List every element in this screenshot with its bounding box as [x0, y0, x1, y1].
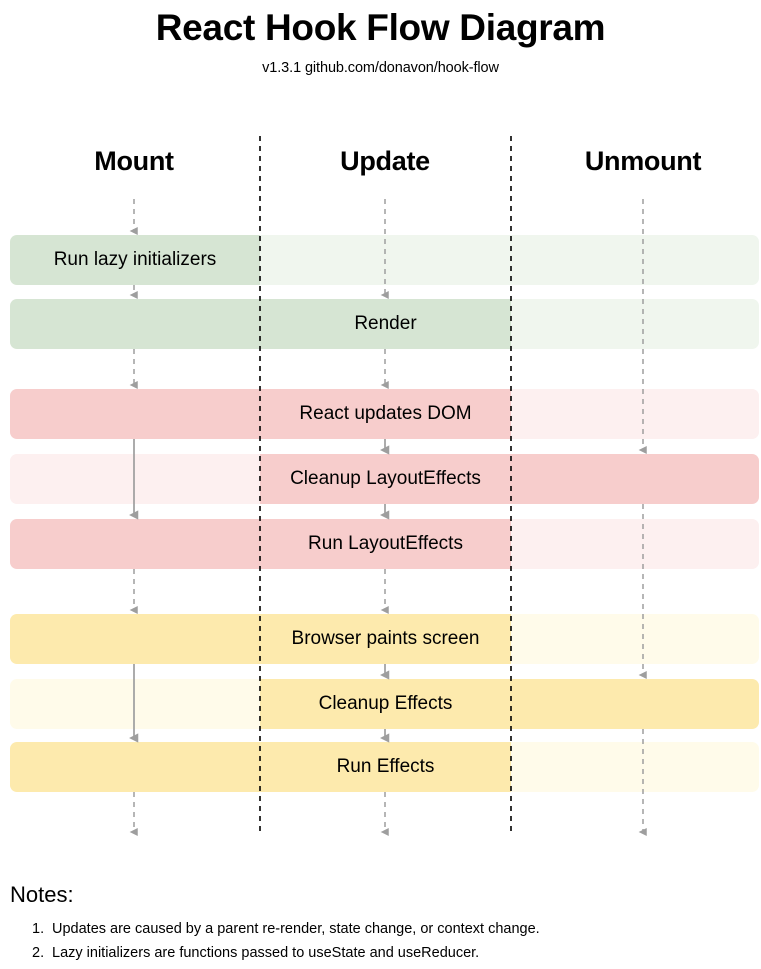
- phase-cell-cleanup-layouteffects-mount: [10, 454, 260, 504]
- phase-cell-run-effects-mount: [10, 742, 260, 792]
- notes-list: 1. Updates are caused by a parent re-rend…: [10, 917, 751, 965]
- column-heading-unmount: Unmount: [584, 146, 702, 176]
- phase-row-run-effects: Run Effects: [10, 742, 759, 792]
- phase-row-cleanup-effects: Cleanup Effects: [10, 679, 759, 729]
- note-text-2: Lazy initializers are functions passed t…: [52, 945, 480, 961]
- phase-row-cleanup-layouteffects: Cleanup LayoutEffects: [10, 454, 759, 504]
- phase-cell-run-lazy-initializers-mount: [10, 235, 260, 285]
- flow-connectors: [129, 199, 647, 837]
- phase-row-run-layouteffects: Run LayoutEffects: [10, 519, 759, 569]
- notes-section: Notes: 1. Updates are caused by a parent …: [10, 884, 751, 965]
- notes-heading: Notes:: [10, 882, 74, 907]
- phase-cell-run-lazy-initializers-unmount: [511, 235, 759, 285]
- column-heading-update: Update: [340, 146, 430, 176]
- phase-cell-cleanup-layouteffects-unmount: [511, 454, 759, 504]
- phase-cell-browser-paints-screen-unmount: [511, 614, 759, 664]
- note-item-2: 2. Lazy initializers are functions passed…: [32, 941, 751, 965]
- phase-label-run-layouteffects: Run LayoutEffects: [308, 533, 463, 554]
- phase-cell-run-lazy-initializers-update: [260, 235, 511, 285]
- phase-cell-run-layouteffects-update: [260, 519, 511, 569]
- phase-cell-run-layouteffects-unmount: [511, 519, 759, 569]
- phase-cell-run-effects-update: [260, 742, 511, 792]
- phase-label-browser-paints-screen: Browser paints screen: [291, 628, 480, 649]
- phase-cell-react-updates-dom-unmount: [511, 389, 759, 439]
- phase-cell-cleanup-effects-update: [260, 679, 511, 729]
- phase-cell-render-mount: [10, 299, 260, 349]
- phase-cell-cleanup-effects-mount: [10, 679, 260, 729]
- phase-cell-cleanup-effects-unmount: [511, 679, 759, 729]
- phase-label-cleanup-layouteffects: Cleanup LayoutEffects: [290, 468, 481, 489]
- diagram-header: React Hook Flow Diagram v1.3.1 github.co…: [0, 0, 761, 76]
- phase-label-render: Render: [354, 313, 417, 334]
- note-item-1: 1. Updates are caused by a parent re-rend…: [32, 917, 751, 941]
- phase-cell-render-unmount: [511, 299, 759, 349]
- phase-label-run-lazy-initializers: Run lazy initializers: [53, 249, 217, 270]
- phase-cell-browser-paints-screen-update: [260, 614, 511, 664]
- note-number-2: 2.: [32, 945, 45, 961]
- phase-cell-cleanup-layouteffects-update: [260, 454, 511, 504]
- phase-label-run-effects: Run Effects: [336, 756, 435, 777]
- phase-cell-run-effects-unmount: [511, 742, 759, 792]
- page-title: React Hook Flow Diagram: [155, 7, 606, 48]
- version-and-source: v1.3.1 github.com/donavon/hook-flow: [262, 59, 499, 76]
- note-text-1: Updates are caused by a parent re-render…: [52, 921, 540, 937]
- phase-cell-react-updates-dom-update: [260, 389, 511, 439]
- phase-cell-render-update: [260, 299, 511, 349]
- phase-label-cleanup-effects: Cleanup Effects: [318, 693, 453, 714]
- phase-row-browser-paints-screen: Browser paints screen: [10, 614, 759, 664]
- phase-cell-react-updates-dom-mount: [10, 389, 260, 439]
- phase-row-render: Render: [10, 299, 759, 349]
- column-heading-mount: Mount: [94, 146, 174, 176]
- phase-cell-browser-paints-screen-mount: [10, 614, 260, 664]
- phase-label-react-updates-dom: React updates DOM: [299, 403, 472, 424]
- note-number-1: 1.: [32, 921, 45, 937]
- phase-cell-run-layouteffects-mount: [10, 519, 260, 569]
- phase-row-run-lazy-initializers: Run lazy initializers: [10, 235, 759, 285]
- phase-row-react-updates-dom: React updates DOM: [10, 389, 759, 439]
